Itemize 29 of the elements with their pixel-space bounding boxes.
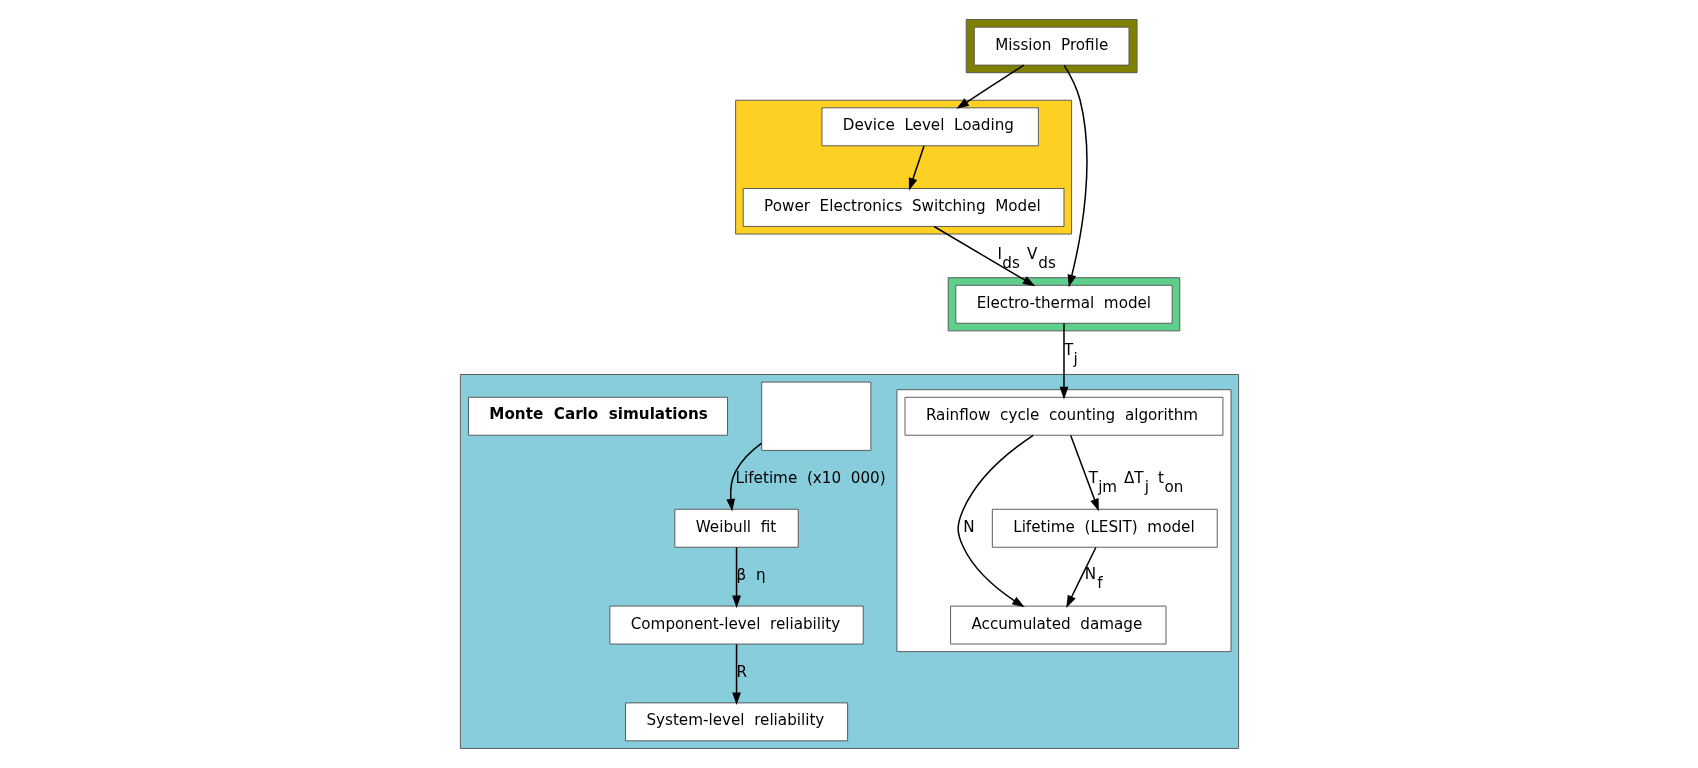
node-box: Lifetime (LESIT) model (991, 508, 1218, 548)
node-box: Device Level Loading (821, 107, 1039, 147)
arrow (908, 145, 925, 191)
edge-label: R (736, 663, 747, 682)
arrow (1069, 434, 1099, 512)
arrow (932, 225, 1035, 287)
arrow (731, 643, 741, 705)
node-box: Component-level reliability (608, 605, 864, 645)
node-box: Accumulated damage (949, 605, 1166, 645)
node-box: Electro-thermal model (954, 284, 1173, 324)
arrow (725, 442, 762, 512)
cluster (459, 374, 1239, 749)
arrow (1063, 64, 1088, 288)
arrow (956, 434, 1034, 608)
arrow (955, 64, 1025, 109)
node-box (760, 381, 871, 451)
node-box: Rainflow cycle counting algorithm (904, 396, 1223, 436)
cluster (965, 19, 1138, 74)
node-box: Weibull fit (673, 508, 799, 548)
cluster (895, 389, 1231, 653)
edge-label: N (962, 517, 975, 536)
arrow (731, 546, 741, 609)
arrow (1065, 546, 1097, 608)
node-box: Monte Carlo simulations (467, 396, 728, 436)
edge-label: Lifetime (x10 000) (735, 469, 886, 488)
node-box: System-level reliability (624, 702, 848, 742)
node-box: Mission Profile (973, 26, 1129, 66)
node-box: Power Electronics Switching Model (742, 188, 1064, 227)
edge-label: β η (736, 566, 766, 585)
